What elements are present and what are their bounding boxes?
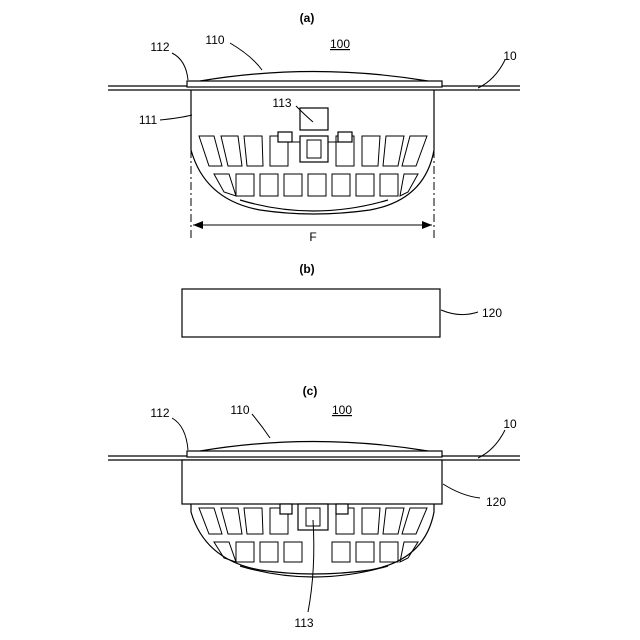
device-label: 100 [330, 37, 350, 51]
label-111: 111 [139, 113, 158, 127]
spacer-ring [182, 289, 440, 337]
label-f: F [309, 230, 316, 244]
leader-112-c [172, 418, 188, 450]
sensor-assembly-c [280, 504, 348, 530]
label-120-b: 120 [482, 306, 502, 320]
flange [187, 81, 442, 87]
panel-c-title: (c) [303, 384, 318, 398]
label-10-a: 10 [503, 49, 517, 63]
dim-arrow-left [193, 221, 203, 229]
leader-111 [160, 115, 192, 120]
panel-c: (c) 100 [108, 384, 520, 630]
sensor-assembly [278, 108, 352, 162]
label-112-c: 112 [150, 406, 169, 420]
label-110-c: 110 [230, 403, 249, 417]
cover-c [200, 442, 428, 452]
leader-112 [172, 53, 188, 80]
leader-120-c [443, 484, 480, 498]
leader-113-c [308, 520, 314, 612]
panel-a-title: (a) [300, 11, 315, 25]
leader-110 [230, 43, 262, 70]
leader-120-b [441, 310, 478, 315]
device-label-c: 100 [332, 403, 352, 417]
label-110: 110 [205, 33, 224, 47]
leader-10-c [478, 430, 505, 458]
cover [200, 72, 428, 82]
panel-b: (b) 120 [182, 262, 502, 337]
panel-a: (a) 100 [108, 11, 520, 244]
leader-10 [478, 60, 505, 88]
label-112: 112 [150, 40, 169, 54]
dim-arrow-right [422, 221, 432, 229]
spacer-ring-c [182, 460, 442, 504]
label-10-c: 10 [503, 417, 517, 431]
leader-110-c [252, 414, 270, 438]
label-113-a: 113 [272, 96, 291, 110]
panel-b-title: (b) [299, 262, 314, 276]
label-120-c: 120 [486, 495, 506, 509]
label-113-c: 113 [294, 616, 313, 630]
flange-c [187, 451, 442, 457]
